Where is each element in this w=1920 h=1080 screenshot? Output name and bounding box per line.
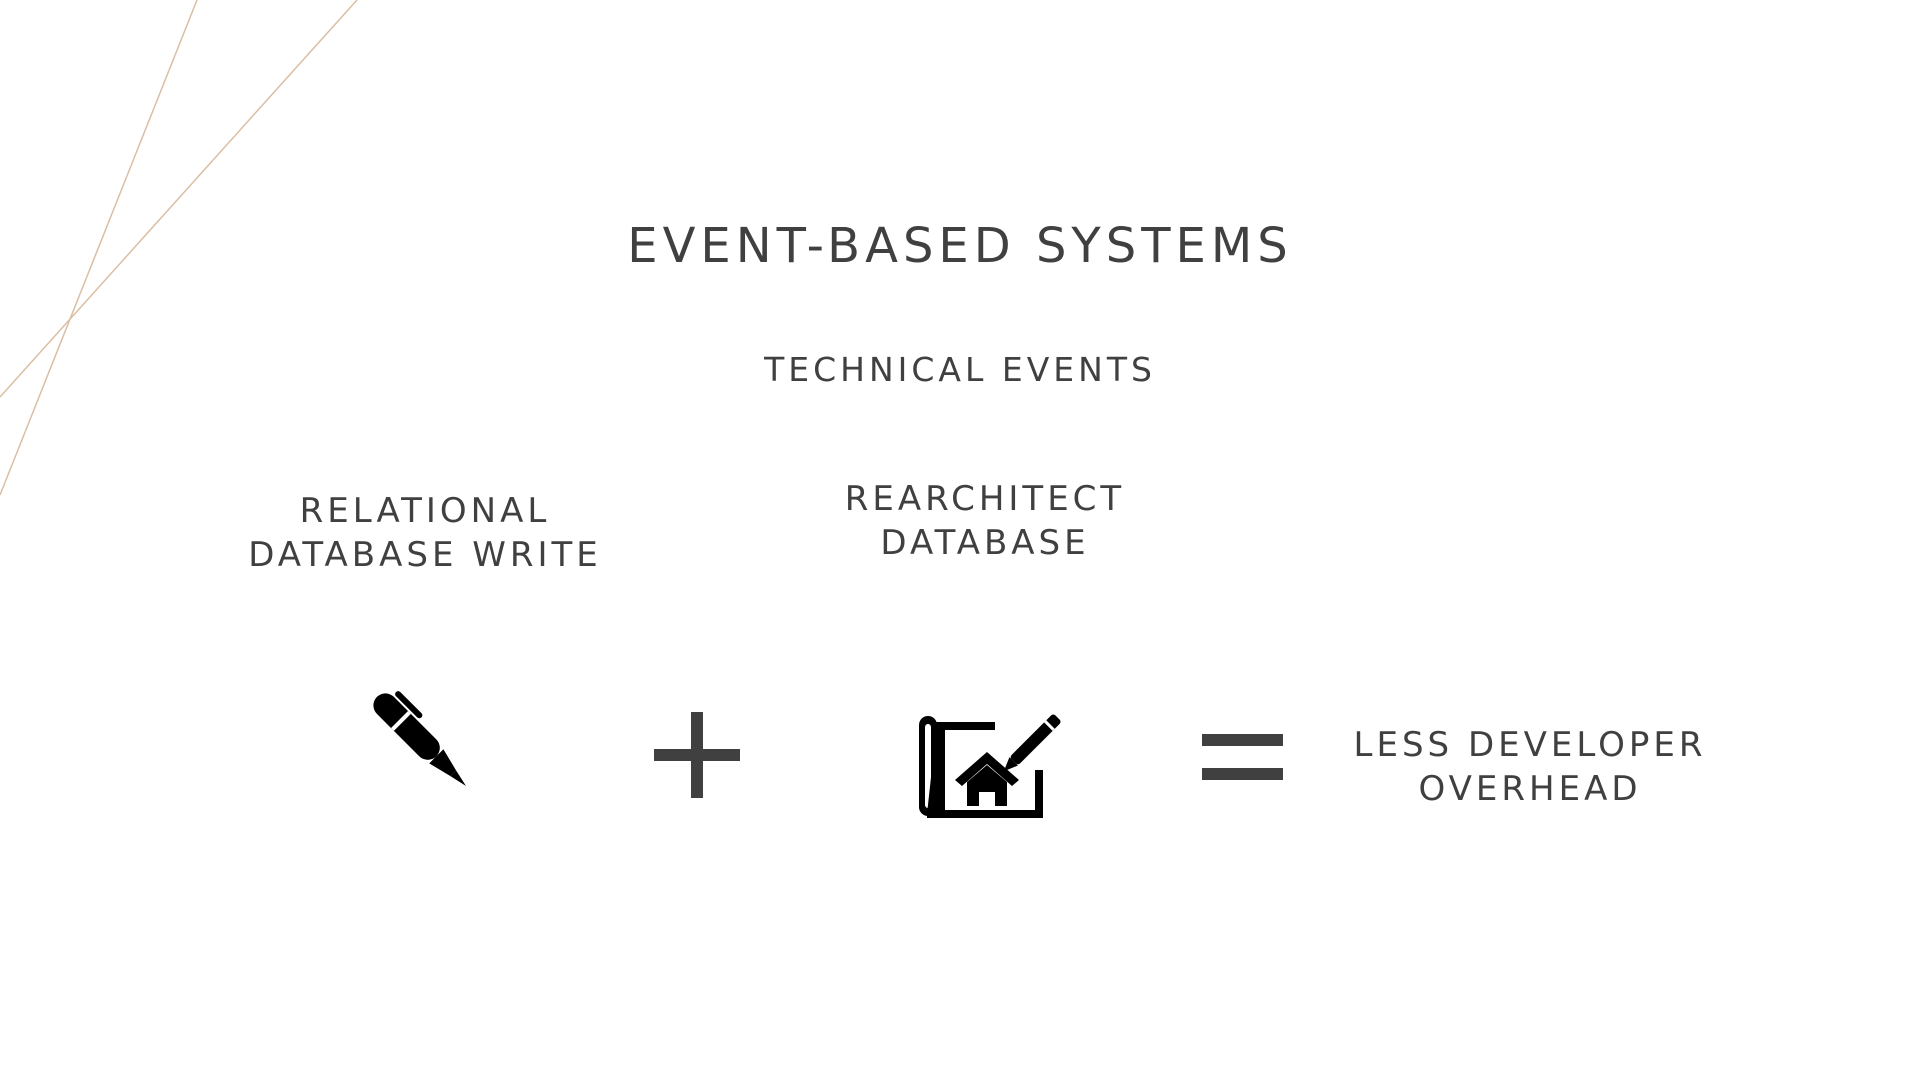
step-label-line: RELATIONAL	[299, 491, 551, 531]
step-label-line: REARCHITECT	[844, 479, 1126, 519]
slide-title: EVENT-BASED SYSTEMS	[627, 218, 1293, 274]
result-label-line: LESS DEVELOPER	[1353, 725, 1707, 765]
step-label-rearchitect: REARCHITECT DATABASE	[785, 477, 1185, 565]
step-label-line: DATABASE	[880, 523, 1090, 563]
decorative-line-2	[0, 0, 358, 398]
blueprint-house-icon	[919, 714, 1061, 818]
decorative-lines	[0, 0, 358, 496]
plus-icon	[654, 712, 740, 798]
decorative-line-1	[0, 0, 198, 496]
result-label-line: OVERHEAD	[1418, 769, 1642, 809]
pen-icon	[373, 691, 467, 787]
result-label: LESS DEVELOPER OVERHEAD	[1320, 723, 1740, 811]
step-label-database-write: RELATIONAL DATABASE WRITE	[225, 489, 625, 577]
slide-subtitle: TECHNICAL EVENTS	[764, 350, 1156, 389]
equals-icon	[1202, 734, 1283, 780]
step-label-line: DATABASE WRITE	[248, 535, 602, 575]
